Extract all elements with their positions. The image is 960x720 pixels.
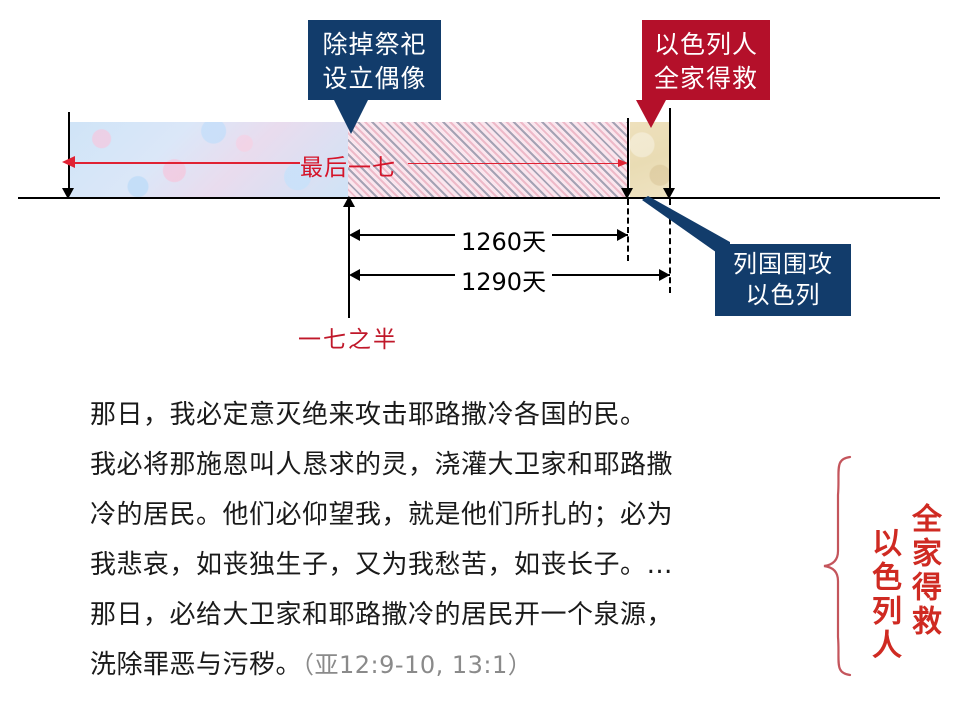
last-week-span-line: [74, 162, 300, 164]
label-1260-days: 1260天: [455, 222, 553, 257]
marker-line-midweek: [348, 206, 350, 318]
scripture-reference: （亚12:9-10, 13:1）: [302, 651, 533, 679]
measure-arrow-1260-left: [349, 229, 360, 241]
scripture-verse-2-line2: 冷的居民。他们必仰望我，就是他们所扎的；必为: [90, 500, 674, 530]
last-week-span-line-right: [408, 163, 620, 164]
label-1290-days: 1290天: [455, 262, 553, 297]
side-note-column-left: 以色列人: [866, 527, 901, 663]
label-last-week: 最后一七: [300, 155, 396, 181]
callout-remove-sacrifice-line2: 设立偶像: [322, 64, 427, 93]
dashed-line-1260-end: [627, 199, 629, 261]
marker-line-start: [68, 112, 70, 192]
siege-pointer-icon: [642, 196, 730, 262]
callout-israel-saved-line2: 全家得救: [653, 64, 758, 93]
last-week-arrow-right: [618, 159, 628, 167]
timeline-band-hatched: [348, 122, 627, 198]
timeline-baseline: [18, 197, 940, 199]
marker-arrow-start: [62, 188, 74, 199]
side-note-column-right: 全家得救: [906, 503, 941, 639]
callout-nations-siege[interactable]: 列国围攻 以色列: [715, 244, 851, 316]
side-note-israel-saved: 全家得救 以色列人: [820, 455, 941, 677]
marker-arrow-1260-end: [621, 188, 633, 199]
callout-israel-saved-line1: 以色列人: [653, 30, 758, 59]
callout-nations-siege-line1: 列国围攻: [733, 250, 833, 278]
scripture-verse-3-line2-text: 洗除罪恶与污秽。: [90, 650, 303, 680]
marker-arrow-1290-end: [663, 188, 675, 199]
dashed-line-1290-end: [669, 199, 671, 293]
scripture-block: 那日，我必定意灭绝来攻击耶路撒冷各国的民。 我必将那施恩叫人恳求的灵，浇灌大卫家…: [90, 392, 810, 692]
curly-brace-icon: [823, 455, 852, 677]
timeline-band-tan: [630, 122, 670, 198]
callout-tail-icon: [636, 100, 666, 128]
measure-arrow-1290-left: [349, 269, 360, 281]
scripture-verse-2-line1: 我必将那施恩叫人恳求的灵，浇灌大卫家和耶路撒: [90, 450, 674, 480]
scripture-verse-3-line2: 洗除罪恶与污秽。（亚12:9-10, 13:1）: [90, 642, 810, 689]
callout-israel-saved[interactable]: 以色列人 全家得救: [636, 20, 770, 128]
callout-nations-siege-line2: 以色列: [745, 281, 821, 309]
scripture-verse-1: 那日，我必定意灭绝来攻击耶路撒冷各国的民。: [90, 400, 647, 430]
measure-arrow-1290-right: [659, 269, 670, 281]
timeline-band-blue: [68, 122, 348, 198]
measure-arrow-1260-right: [617, 229, 628, 241]
callout-tail-icon: [334, 100, 368, 134]
last-week-arrow-left: [62, 156, 75, 168]
label-half-week: 一七之半: [298, 327, 398, 353]
marker-line-1260-end: [627, 118, 629, 192]
scripture-verse-2-line3: 我悲哀，如丧独生子，又为我愁苦，如丧长子。…: [90, 550, 674, 580]
callout-remove-sacrifice-line1: 除掉祭祀: [322, 30, 427, 59]
scripture-verse-3-line1: 那日，必给大卫家和耶路撒冷的居民开一个泉源，: [90, 600, 674, 630]
marker-line-1290-end: [669, 108, 671, 192]
callout-remove-sacrifice[interactable]: 除掉祭祀 设立偶像: [308, 20, 441, 134]
marker-arrow-midweek: [343, 196, 355, 207]
